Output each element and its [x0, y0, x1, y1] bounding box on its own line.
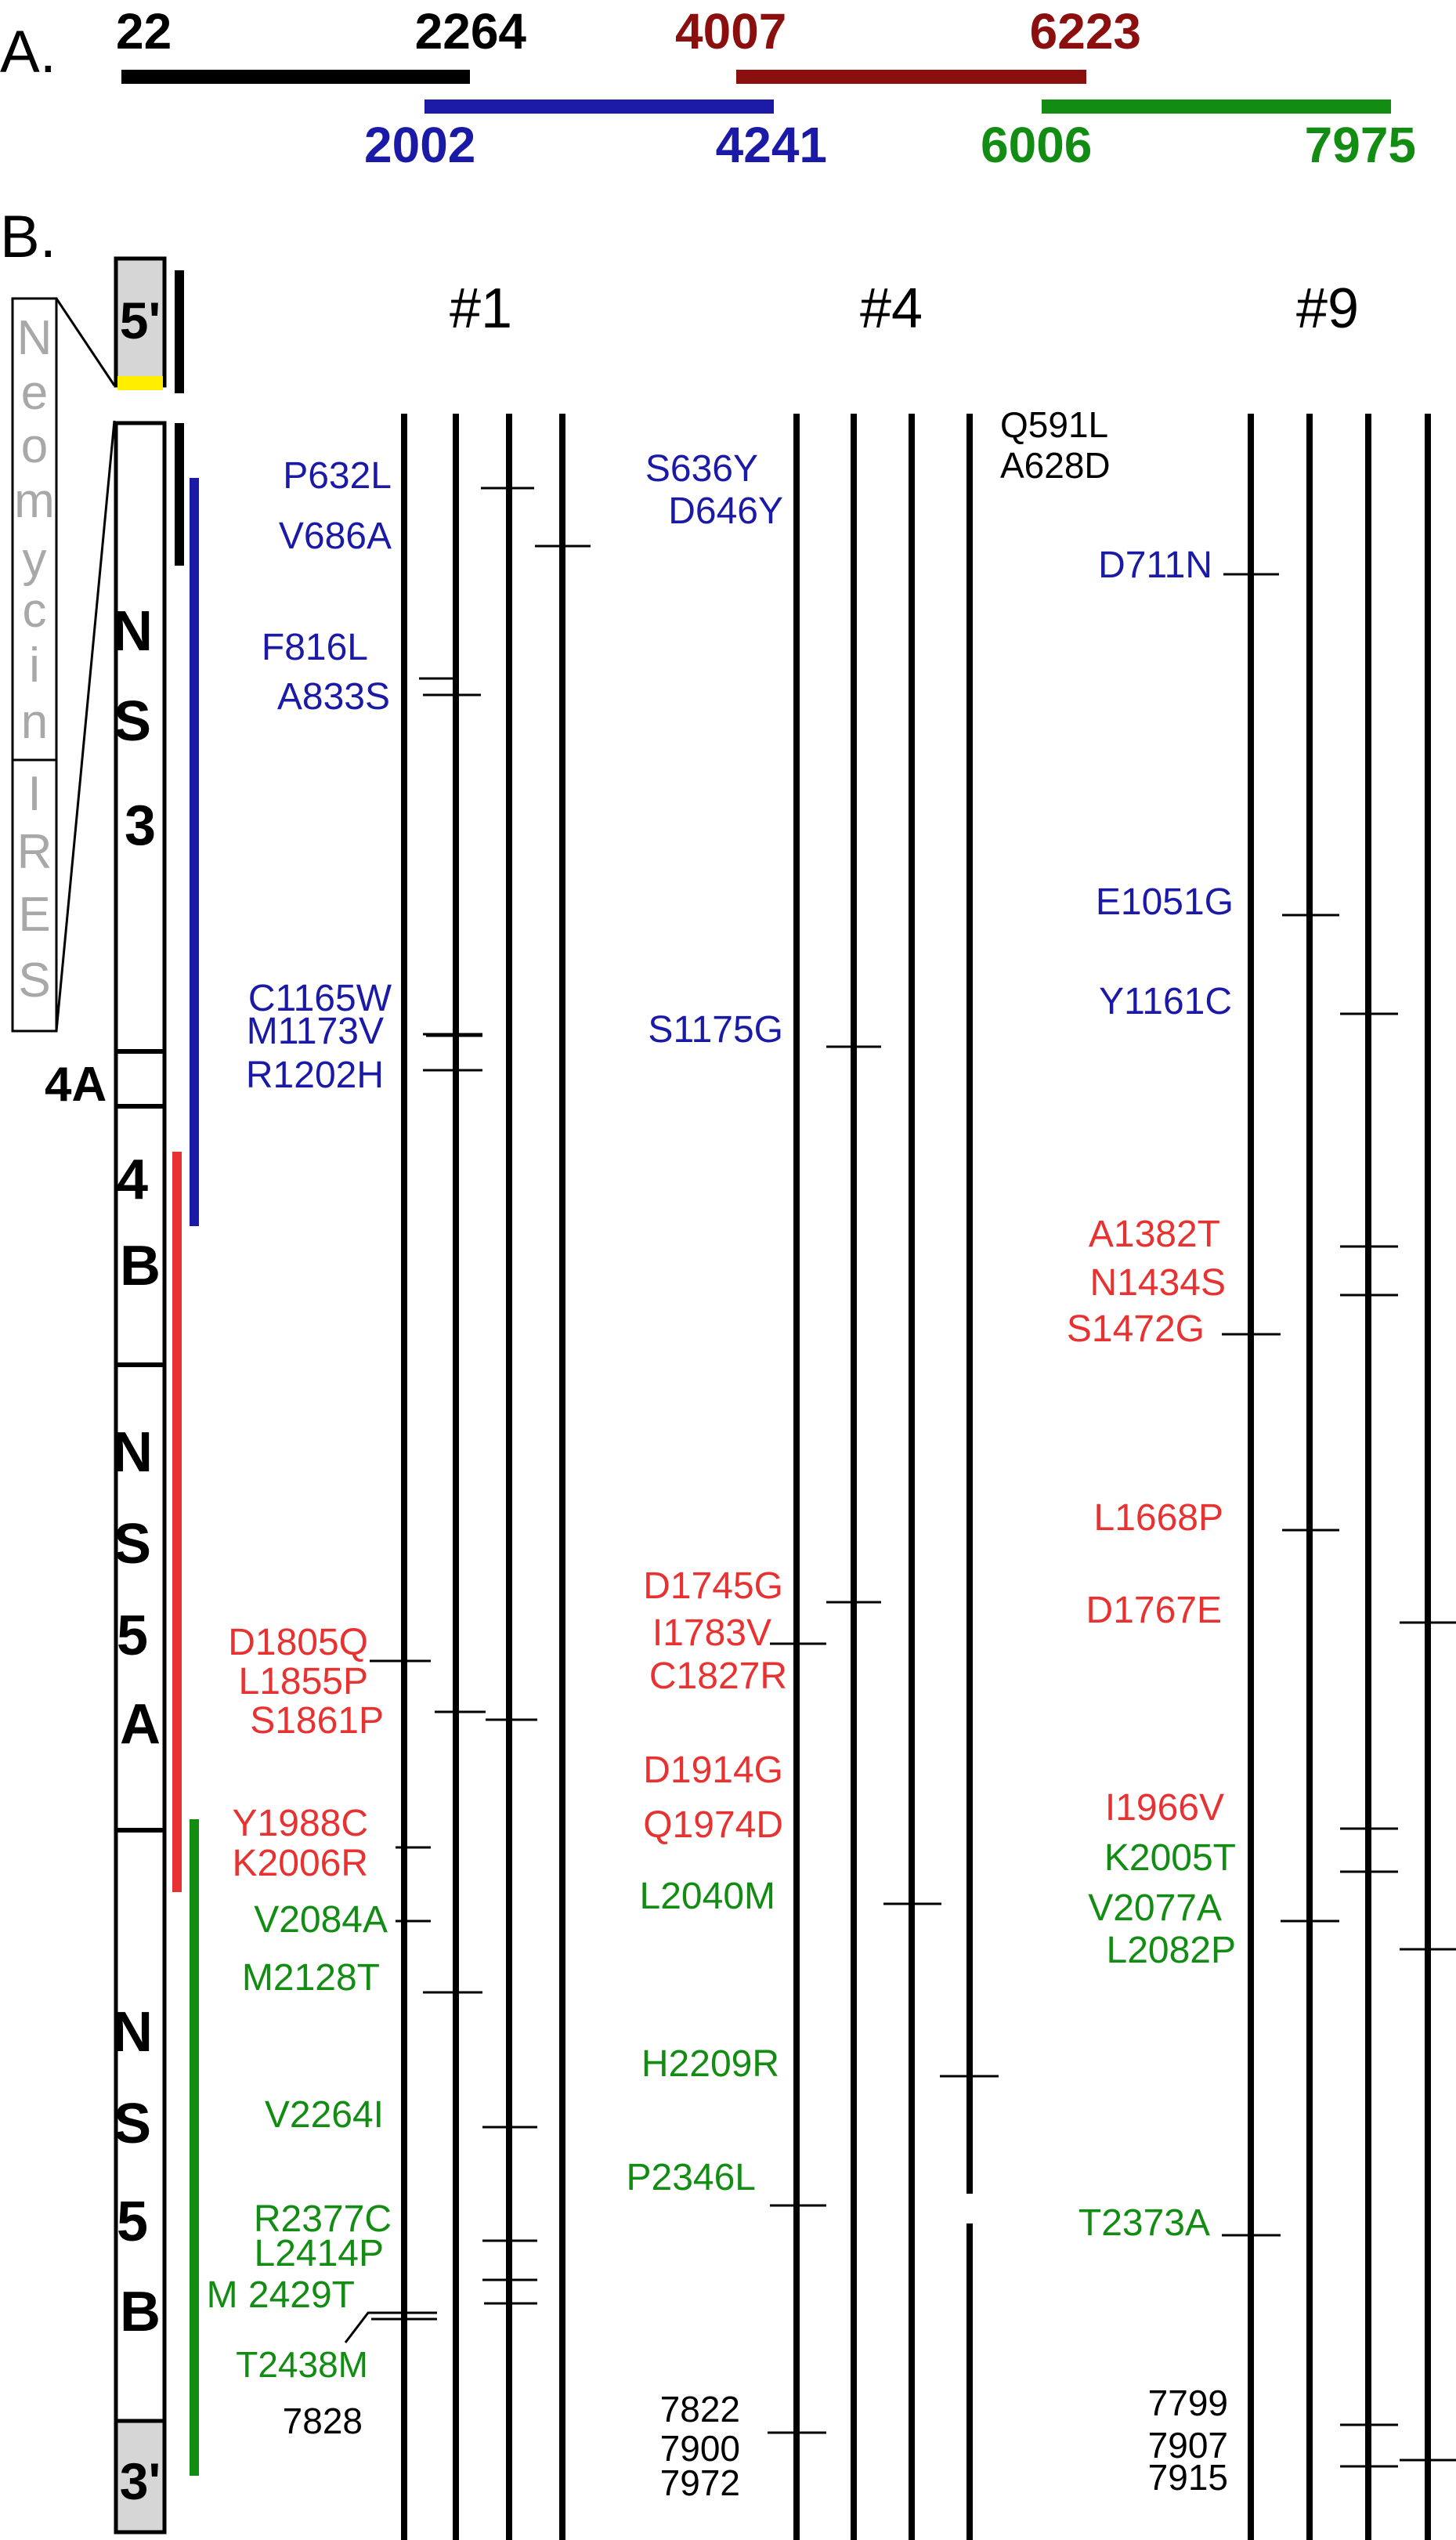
mutation-label: Y1161C [1099, 981, 1232, 1022]
fragment-4-start: 6006 [981, 117, 1092, 173]
mutation-label: D1805Q [228, 1622, 368, 1663]
fragment-3-end: 6223 [1030, 3, 1141, 60]
insert-connector-bottom [55, 420, 116, 1032]
mutation-label: L2040M [640, 1876, 775, 1917]
mutation-label: 7828 [283, 2401, 363, 2441]
clone-lines [401, 414, 1431, 2540]
mutation-label: P632L [283, 455, 392, 497]
mutation-label: A1382T [1089, 1214, 1220, 1255]
fragment-4-end: 7975 [1305, 117, 1416, 173]
utr3-box [114, 2419, 167, 2535]
insert-letter: y [23, 533, 47, 587]
mutation-label: 7915 [1148, 2457, 1228, 2498]
mutation-label: L1855P [239, 1661, 369, 1702]
mutation-label: S1472G [1067, 1308, 1205, 1350]
insert-letter: i [29, 639, 40, 693]
neomycin-ires-insert: N e o m y c i n I R E S [11, 297, 116, 1033]
mutation-label: D1745G [643, 1565, 783, 1607]
segment-ns5b-label: N S 5 B [112, 2001, 168, 2343]
mutation-label: S1175G [648, 1009, 783, 1051]
label-leader-line [344, 2311, 437, 2343]
segment-3utr-label: 3' [120, 2452, 161, 2510]
mutation-label: M2128T [242, 1957, 380, 1999]
mutation-label: 7972 [660, 2462, 740, 2503]
panel-b-label: B. [0, 204, 56, 270]
insert-connector-top [55, 298, 116, 386]
mutation-label: I1966V [1105, 1787, 1224, 1829]
insert-letter: c [23, 584, 47, 638]
mutation-label: C1165W [248, 978, 392, 1019]
segment-ns5a-label: N S 5 A [112, 1421, 168, 1756]
panel-b: B. N e o m y c i n I R E S 5' [0, 204, 1456, 2540]
mutation-label: V686A [279, 516, 392, 557]
mutation-label: S636Y [645, 448, 758, 490]
insert-letter: S [18, 953, 50, 1008]
mutation-label: A833S [277, 676, 390, 718]
mutation-label: 7907 [1148, 2425, 1228, 2466]
neomycin-box [11, 297, 58, 1033]
fragment-3-start: 4007 [675, 3, 786, 60]
insert-letter: I [27, 767, 41, 821]
mutation-label: L2082P [1107, 1930, 1237, 1971]
mutation-label: N1434S [1090, 1262, 1226, 1304]
fragment-2-end: 4241 [716, 117, 827, 173]
mutation-label: D1767E [1086, 1590, 1222, 1631]
mutation-label: D711N [1098, 545, 1212, 586]
clone-title: #1 [450, 277, 512, 340]
mutation-label: L1668P [1094, 1497, 1224, 1539]
mutation-label: Y1988C [233, 1803, 368, 1844]
mutation-label: 7822 [660, 2389, 740, 2430]
mutation-label: E1051G [1096, 881, 1234, 923]
segment-ns4b-label: 4 B [117, 1149, 164, 1297]
segment-ns3-label: N S 3 [112, 600, 168, 857]
mutation-label: K2006R [233, 1843, 368, 1884]
mutation-label: H2209R [641, 2043, 779, 2085]
mutation-label: 7799 [1148, 2383, 1228, 2423]
mutation-label: I1783V [652, 1612, 771, 1654]
mutation-label: F816L [262, 627, 368, 668]
segment-ns4a-label: 4A [45, 1058, 107, 1112]
mutation-label: T2373A [1078, 2202, 1210, 2244]
segment-5utr-label: 5' [120, 291, 161, 349]
insert-letter: E [18, 888, 50, 942]
panel-a-label: A. [0, 19, 56, 85]
mutation-label: V2264I [265, 2094, 384, 2136]
insert-letter: m [14, 474, 55, 528]
fragment-1-start: 22 [116, 3, 172, 60]
mutation-label: V2084A [254, 1899, 388, 1941]
clone-title: #9 [1296, 277, 1359, 340]
mutation-label: K2005T [1104, 1837, 1236, 1879]
mutation-label: R2377C [254, 2198, 392, 2240]
mutation-label: R1202H [246, 1055, 384, 1096]
insert-letter: N [17, 311, 52, 365]
polyprotein-box [114, 421, 167, 2529]
mutation-label: L2414P [255, 2233, 385, 2274]
mutation-label: V2077A [1088, 1887, 1222, 1929]
insert-letter: o [21, 419, 48, 473]
insert-letter: e [21, 366, 48, 420]
mutation-label: D646Y [668, 490, 783, 532]
mutation-label: Q1974D [643, 1804, 783, 1846]
mutation-label: T2438M [236, 2344, 368, 2385]
utr5-yellow-marker [117, 376, 163, 390]
fragment-coverage [172, 270, 199, 2476]
mutation-label: A628D [1000, 445, 1111, 486]
insert-letter: R [17, 825, 52, 879]
mutation-label: 7900 [660, 2428, 740, 2469]
insert-letter: n [21, 695, 48, 749]
genome-map: 5' 3' N S 3 4A 4 B N S 5 A [45, 256, 168, 2535]
mutation-label: M1173V [247, 1011, 384, 1052]
mutation-label: M 2429T [207, 2274, 355, 2316]
mutation-label: D1914G [643, 1749, 783, 1791]
fragment-1-end: 2264 [415, 3, 527, 60]
panel-a: A. 22 2264 2002 4241 4007 6223 6006 7975 [0, 3, 1416, 173]
mutation-label: Q591L [1000, 404, 1108, 445]
mutation-label: S1861P [250, 1700, 384, 1742]
mutation-label: C1827R [649, 1655, 787, 1697]
clone-title: #4 [860, 277, 923, 340]
fragment-2-start: 2002 [364, 117, 475, 173]
mutation-label: P2346L [627, 2157, 757, 2198]
